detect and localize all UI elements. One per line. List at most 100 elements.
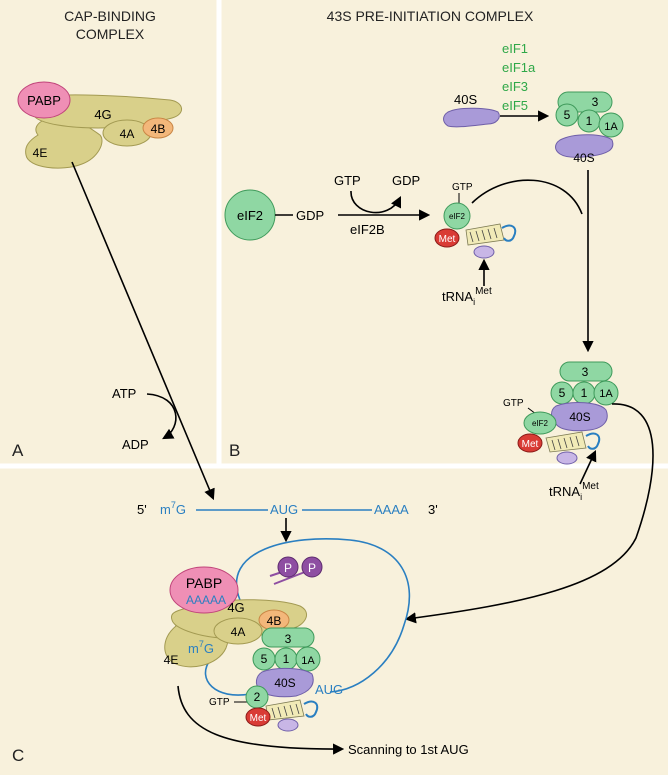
eif4b-a-label: 4B [151,122,166,136]
factor-list-item-0: eIF1 [502,41,528,56]
factor-list-item-1: eIF1a [502,60,536,75]
40s-subunit-c [255,667,314,698]
eif5-b [555,103,579,127]
eif3-43s-label: 3 [582,365,589,379]
gtp-label: GTP [334,173,361,188]
gtp-gdp-exchange-curve [350,190,402,214]
mrna-3prime-label: 3' [428,502,438,517]
eif1-43s-label: 1 [581,386,588,400]
eif3-b-label: 3 [592,95,599,109]
trna-b-sub: i [473,297,475,307]
trna-stripes-43s [551,435,580,451]
40s-factor-list: eIF1 eIF1a eIF3 eIF5 [502,41,536,113]
trna-43s-label: tRNAiMet [549,481,599,502]
mrna-cap-m: m [160,502,171,517]
eif4e-a-label: 4E [33,146,48,160]
mrna-aug-label: AUG [270,502,298,517]
scanning-arrow [177,685,345,755]
eif1a-c-label: 1A [301,655,315,667]
pabp-a [17,81,71,119]
ternary-gtp-label: GTP [452,182,473,193]
trna-anticodon-b [473,245,495,259]
panel-c-letter: C [12,746,24,765]
mrna-cap-label: m7G [160,500,186,517]
trna-anticodon-c [277,718,299,732]
mrna-polya-label: AAAA [374,502,409,517]
trna-stripes-c [271,703,300,719]
aug-c-label: AUG [315,682,343,697]
eif4b-c-label: 4B [267,614,282,628]
trna-43s-pointer-arrow [579,449,597,485]
trna-b-label: tRNAiMet [442,286,492,307]
scanning-label: Scanning to 1st AUG [348,742,469,757]
mrna-line: 5' m7G AUG AAAA 3' [137,500,438,517]
met-43s-label: Met [522,439,539,450]
gtp-c-label: GTP [209,697,230,708]
atp-label: ATP [112,386,136,401]
eif1a-c [295,646,321,672]
trna-loop-43s [585,432,601,450]
eif2b-label: eIF2B [350,222,385,237]
phosphate-1 [277,556,299,578]
pabp-c-polya: AAAAA [186,593,226,607]
trna-b-sup: Met [475,286,492,297]
cap-c-label: m7G [188,639,214,656]
eif1-c-label: 1 [283,652,290,666]
trna-body-b [465,223,505,246]
factor-list-item-2: eIF3 [502,79,528,94]
eif4b-a [142,117,174,139]
adp-label: ADP [122,437,149,452]
eif1-b-label: 1 [586,114,593,128]
met-b-label: Met [439,234,456,245]
eif1a-43s-label: 1A [599,388,613,400]
met-43s [517,433,543,453]
scanning-43s-complex: 3 5 1 1A 40S AUG GTP 2 Met [209,627,343,732]
panel-b-title: 43S PRE-INITIATION COMPLEX [327,8,534,24]
pabp-c [169,566,239,614]
eif1a-b [598,112,624,138]
40s-c-label: 40S [274,676,295,690]
eif4a-c [213,617,263,645]
cap-binding-complex: PABP 4G 4A 4B 4E [17,81,182,169]
met-c [245,707,271,727]
free-40s-subunit [443,107,500,128]
pabp-c-label: PABP [186,575,222,591]
gtp-43s-label: GTP [503,398,524,409]
eif3-c-label: 3 [285,632,292,646]
40s-b-label: 40S [573,151,594,165]
circularized-mrna-loop [235,538,411,693]
eif4g-c-label: 4G [227,600,244,615]
mrna-cap-sup: 7 [171,500,176,510]
cap-complex-to-mrna-arrow [71,161,215,501]
40s-subunit-b [555,134,614,158]
trna-43s-sup: Met [582,481,599,492]
trna-body-43s [545,431,587,453]
met-b [434,228,460,248]
phosphate-2-label: P [308,561,316,575]
trna-anticodon-43s [556,451,578,465]
met-c-label: Met [250,713,267,724]
mrna-5prime-label: 5' [137,502,147,517]
eif2-c-label: 2 [254,690,261,704]
trna-43s-base: tRNA [549,484,580,499]
gdp-bound-label: GDP [296,208,324,223]
pabp-a-label: PABP [27,93,61,108]
eif2-recycling: eIF2 GDP GTP GDP eIF2B [224,173,431,241]
cap-c-g: G [204,641,214,656]
eif2-43s [523,411,557,435]
eif2-ternary [443,202,471,230]
trna-loop-b [501,224,517,242]
panel-a-letter: A [12,441,24,460]
phosphate-1-label: P [284,561,292,575]
panel-dividers [0,0,668,469]
eif5-43s-label: 5 [559,386,566,400]
free-40s-label: 40S [454,92,477,107]
eif3-c [261,627,315,648]
eif4a-a-label: 4A [120,127,135,141]
panel-b-letter: B [229,441,240,460]
cap-binding-complex-c: PABP AAAAA 4G 4A 4B 4E m7G [164,566,308,668]
trna-b-base: tRNA [442,289,473,304]
panel-a-title-line1: CAP-BINDING [64,8,156,24]
